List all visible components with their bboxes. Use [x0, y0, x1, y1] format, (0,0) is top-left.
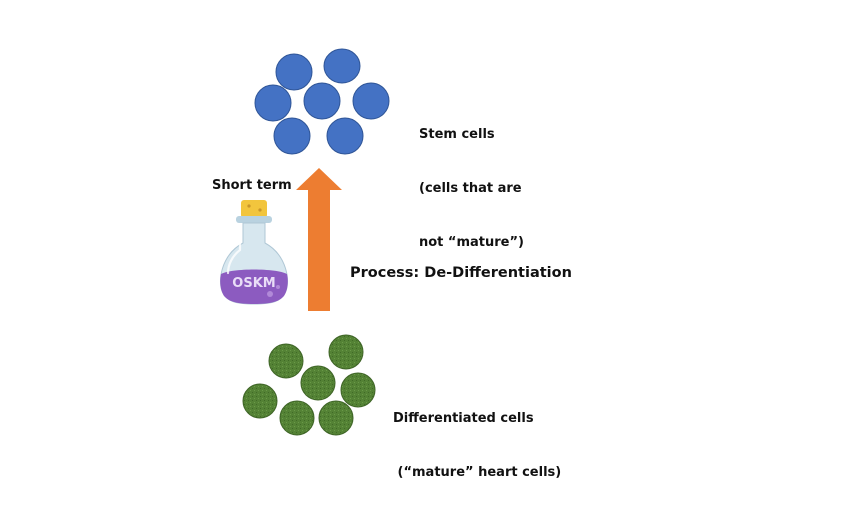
potion-bottle-icon [220, 200, 288, 305]
stem-cell [323, 48, 361, 84]
stem-cell-cluster [254, 48, 390, 155]
stem-cells-label: Stem cells (cells that are not “mature”) [419, 90, 524, 288]
stem-cell [275, 53, 313, 91]
diagram: OSKM Stem cells (cells that are not “mat… [212, 48, 572, 480]
stem-cell [273, 117, 311, 155]
differentiated-cell [340, 372, 376, 408]
short-term-label: Short term [212, 178, 292, 193]
diagram-canvas: OSKM [220, 48, 390, 436]
up-arrow [296, 168, 342, 311]
differentiated-cells-label-line2: (“mature” heart cells) [393, 465, 562, 480]
stem-cell [254, 84, 292, 122]
differentiated-cells-label: Differentiated cells (“mature” heart cel… [393, 374, 561, 518]
stem-cells-label-line3: not “mature”) [419, 235, 524, 250]
differentiated-cell [242, 383, 278, 419]
differentiated-cell [328, 334, 364, 370]
differentiated-cells-label-line1: Differentiated cells [393, 411, 534, 426]
differentiated-cell-cluster [242, 334, 376, 436]
stem-cell [326, 117, 364, 155]
differentiated-cell [268, 343, 304, 379]
differentiated-cell [300, 365, 336, 401]
stem-cell [303, 82, 341, 120]
stem-cell [352, 82, 390, 120]
differentiated-cell [318, 400, 354, 436]
process-label: Process: De-Differentiation [350, 265, 572, 281]
stem-cells-label-line2: (cells that are [419, 181, 522, 196]
differentiated-cell [279, 400, 315, 436]
stem-cells-label-line1: Stem cells [419, 127, 495, 142]
potion-label: OSKM [232, 276, 275, 291]
